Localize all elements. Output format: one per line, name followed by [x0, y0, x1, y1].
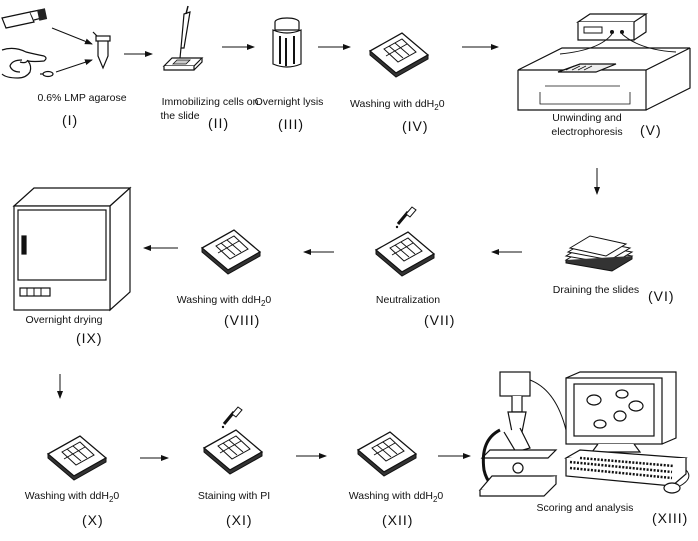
- drying-oven-icon: [12, 186, 132, 312]
- agarose-bottle-icon: [1, 8, 48, 29]
- step-v-label-line2: electrophoresis: [551, 126, 623, 138]
- step-vii-numeral: (VII): [424, 312, 456, 328]
- step-vii-label: Neutralization: [375, 294, 441, 306]
- step-xi-label: Staining with PI: [197, 490, 271, 502]
- electrophoresis-tank-icon: [517, 47, 691, 111]
- step-viii-label: Washing with ddH20: [176, 294, 272, 309]
- microtube-icon: [92, 31, 111, 70]
- hand-with-cells-icon: [1, 47, 54, 79]
- step-x-numeral: (X): [82, 512, 104, 528]
- step-ii-label-line1: Immobilizing cells on: [161, 96, 259, 108]
- pipette-neutralization-icon: [394, 205, 418, 230]
- lysis-jar-icon: [272, 17, 302, 68]
- draining-slides-icon: [564, 235, 634, 272]
- slide-washing-icon-iv: [369, 32, 429, 78]
- keyboard-icon: [564, 449, 688, 487]
- arrow-bottle-to-tube: [51, 27, 93, 45]
- power-supply-icon: [559, 13, 677, 55]
- computer-monitor-icon: [565, 371, 677, 453]
- step-iv-numeral: (IV): [402, 118, 429, 134]
- step-xi-numeral: (XI): [226, 512, 253, 528]
- step-iv-label: Washing with ddH20: [350, 98, 445, 113]
- step-v-label-line1: Unwinding and: [552, 112, 622, 124]
- step-ix-label: Overnight drying: [25, 314, 103, 326]
- slide-washing-icon-xii: [357, 431, 417, 477]
- step-ix-numeral: (IX): [76, 330, 103, 346]
- step-iii-numeral: (III): [278, 116, 304, 132]
- slide-neutralization-icon: [375, 231, 435, 277]
- mouse-icon: [663, 469, 690, 494]
- step-iii-label: Overnight lysis: [254, 96, 324, 108]
- step-i-numeral: (I): [62, 112, 79, 128]
- slide-staining-icon: [203, 429, 263, 475]
- pipette-staining-icon: [220, 405, 244, 430]
- step-vi-label: Draining the slides: [552, 284, 640, 296]
- step-xiii-label: Scoring and analysis: [536, 502, 634, 514]
- step-xii-label: Washing with ddH20: [348, 490, 444, 505]
- step-v-numeral: (V): [640, 122, 662, 138]
- slide-washing-icon-viii: [201, 229, 261, 275]
- step-viii-numeral: (VIII): [224, 312, 261, 328]
- slide-washing-icon-x: [47, 435, 107, 481]
- step-vi-numeral: (VI): [648, 288, 675, 304]
- step-x-label: Washing with ddH20: [24, 490, 120, 505]
- slide-immobilizing-icon: [162, 5, 204, 71]
- step-ii-numeral: (II): [208, 115, 230, 131]
- arrow-hand-to-tube: [55, 59, 93, 73]
- step-xii-numeral: (XII): [382, 512, 414, 528]
- step-ii-label-line2: the slide: [160, 110, 200, 122]
- step-i-label: 0.6% LMP agarose: [37, 92, 127, 104]
- microscope-icon: [478, 371, 567, 497]
- step-xiii-numeral: (XIII): [652, 510, 689, 526]
